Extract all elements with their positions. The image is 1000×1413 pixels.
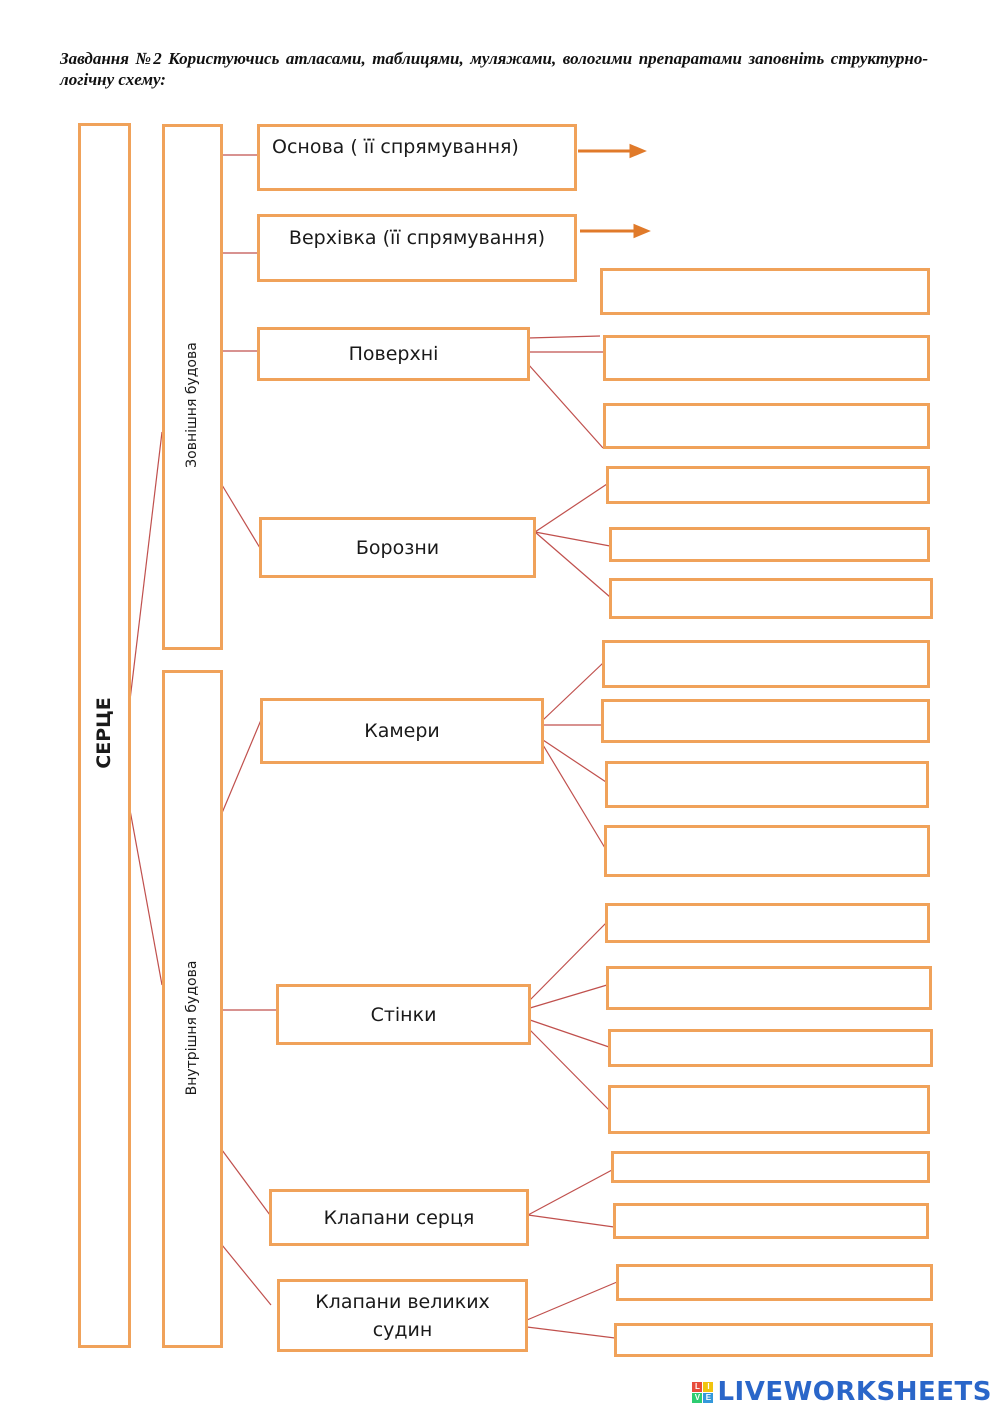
node-osnova bbox=[257, 124, 577, 191]
node-borozny-label: Борозни bbox=[355, 536, 440, 559]
answer-field-4[interactable] bbox=[606, 466, 930, 504]
node-kamery bbox=[260, 698, 544, 764]
node-klapany-sudyn bbox=[277, 1279, 528, 1352]
external-column bbox=[162, 124, 223, 650]
liveworksheets-badge-icon: L I V E bbox=[692, 1381, 714, 1403]
node-verkhivka-label: Верхівка (її спрямування) bbox=[288, 227, 546, 249]
node-verkhivka bbox=[257, 214, 577, 282]
external-label: Зовнішня будова bbox=[184, 342, 200, 468]
node-osnova-label: Основа ( її спрямування) bbox=[272, 136, 519, 158]
node-klapany-sudyn-label: Клапани великих судин bbox=[280, 1287, 525, 1345]
answer-field-6[interactable] bbox=[609, 578, 933, 619]
node-poverkhni-label: Поверхні bbox=[348, 343, 439, 365]
node-klapany-sudyn-line1: Клапани великих bbox=[315, 1291, 490, 1313]
answer-field-12[interactable] bbox=[606, 966, 932, 1010]
answer-field-14[interactable] bbox=[608, 1085, 930, 1134]
answer-field-16[interactable] bbox=[613, 1203, 929, 1239]
answer-field-15[interactable] bbox=[611, 1151, 930, 1183]
internal-label: Внутрішня будова bbox=[184, 960, 200, 1096]
node-kamery-label: Камери bbox=[364, 720, 440, 742]
node-stinky bbox=[276, 984, 531, 1045]
answer-field-5[interactable] bbox=[609, 527, 930, 562]
task-instruction: Завдання №2 Користуючись атласами, табли… bbox=[60, 49, 928, 89]
answer-field-10[interactable] bbox=[604, 825, 930, 877]
root-column bbox=[78, 123, 131, 1348]
node-klapany-sertsia-label: Клапани серця bbox=[323, 1206, 475, 1229]
arrow-verkhivka bbox=[580, 223, 651, 239]
node-borozny bbox=[259, 517, 536, 578]
answer-field-8[interactable] bbox=[601, 699, 930, 743]
answer-field-7[interactable] bbox=[602, 640, 930, 688]
liveworksheets-logo: L I V E LIVEWORKSHEETS bbox=[692, 1377, 992, 1407]
answer-field-11[interactable] bbox=[605, 903, 930, 943]
answer-field-18[interactable] bbox=[614, 1323, 933, 1357]
answer-field-3[interactable] bbox=[603, 403, 930, 449]
node-klapany-sertsia bbox=[269, 1189, 529, 1246]
node-poverkhni bbox=[257, 327, 530, 381]
internal-column bbox=[162, 670, 223, 1348]
answer-field-2[interactable] bbox=[603, 335, 930, 381]
node-stinky-label: Стінки bbox=[370, 1003, 437, 1026]
arrow-osnova bbox=[578, 143, 647, 159]
node-klapany-sudyn-line2: судин bbox=[372, 1319, 433, 1341]
answer-field-9[interactable] bbox=[605, 761, 929, 808]
answer-field-1[interactable] bbox=[600, 268, 930, 315]
answer-field-17[interactable] bbox=[616, 1264, 933, 1301]
root-label: СЕРЦЕ bbox=[93, 697, 115, 769]
liveworksheets-brand: LIVEWORKSHEETS bbox=[717, 1377, 992, 1407]
answer-field-13[interactable] bbox=[608, 1029, 933, 1067]
